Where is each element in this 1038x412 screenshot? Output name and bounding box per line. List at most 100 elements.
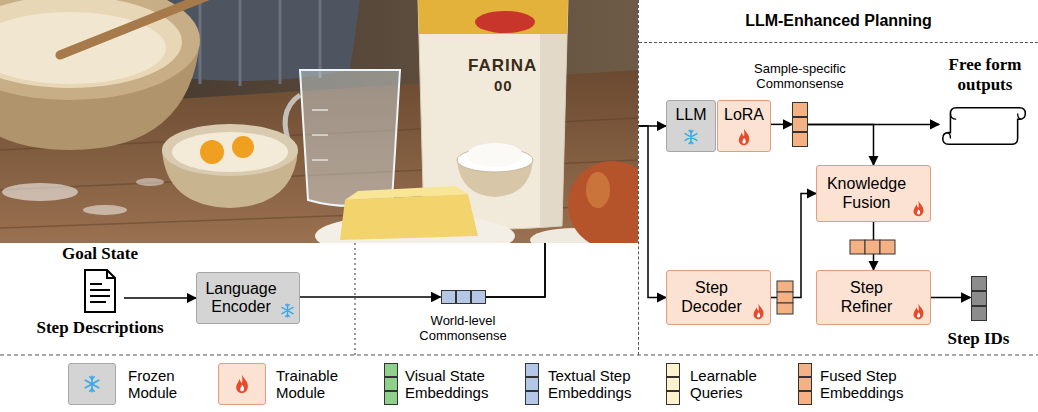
section-divider bbox=[354, 243, 355, 355]
legend-item: Learnable Queries bbox=[666, 358, 778, 410]
legend-swatch-cell bbox=[384, 363, 398, 377]
module-label: Knowledge Fusion bbox=[817, 175, 930, 212]
legend-swatch-cell bbox=[666, 391, 680, 405]
module-label: LLM bbox=[675, 106, 706, 124]
flame-icon bbox=[736, 128, 752, 146]
module-label: Step Decoder bbox=[667, 279, 770, 316]
egg-yolk bbox=[232, 136, 254, 158]
output-label: Free form outputs bbox=[935, 55, 1035, 94]
butter-block bbox=[340, 194, 478, 240]
flame-icon bbox=[911, 303, 926, 320]
icon-use bbox=[914, 201, 924, 217]
legend-label: Frozen Module bbox=[128, 367, 196, 402]
package-text: 00 bbox=[494, 77, 513, 94]
icon-use bbox=[754, 304, 764, 320]
module-label: Language Encoder bbox=[197, 280, 299, 317]
input-label: Step Descriptions bbox=[36, 318, 163, 338]
input-document: Goal StateStep Descriptions bbox=[15, 244, 185, 337]
legend-item: Trainable Module bbox=[218, 358, 358, 410]
legend-label: Textual Step Embeddings bbox=[548, 367, 648, 402]
legend-label: Visual State Embeddings bbox=[405, 367, 505, 402]
flow-arrow bbox=[124, 297, 196, 299]
legend-item: Visual State Embeddings bbox=[384, 358, 505, 410]
snowflake-icon bbox=[83, 374, 101, 394]
icon-use bbox=[282, 304, 293, 317]
embedding-bar-cells bbox=[971, 276, 987, 321]
legend-swatch-cell bbox=[384, 391, 398, 405]
section-divider bbox=[0, 354, 1038, 355]
scroll-icon bbox=[939, 100, 1031, 148]
legend-swatch-cell bbox=[798, 377, 812, 391]
baking-photo bbox=[0, 0, 638, 243]
embedding-cell bbox=[441, 290, 456, 304]
snowflake-icon bbox=[280, 302, 295, 319]
icon-use bbox=[236, 375, 248, 393]
embedding-cell bbox=[777, 281, 793, 292]
flour-bag-logo bbox=[475, 11, 535, 33]
legend-swatch-cell bbox=[798, 363, 812, 377]
flame-icon bbox=[751, 303, 766, 320]
embedding-cell bbox=[456, 290, 471, 304]
legend-swatch bbox=[798, 363, 812, 405]
embedding-cell bbox=[792, 132, 808, 147]
embedding-cell bbox=[971, 291, 987, 306]
module-label: LoRA bbox=[724, 106, 764, 124]
embedding-bar-cells bbox=[441, 290, 486, 304]
panel-title: LLM-Enhanced Planning bbox=[639, 0, 1038, 43]
fused-embedding-bar bbox=[777, 281, 793, 314]
legend-item: Textual Step Embeddings bbox=[525, 358, 648, 410]
embedding-cell bbox=[792, 102, 808, 117]
butter-top bbox=[345, 186, 468, 200]
flow-arrow bbox=[771, 194, 816, 298]
jug-marks bbox=[312, 110, 328, 160]
snowflake-icon bbox=[683, 128, 699, 146]
trainable-module: LoRA bbox=[717, 100, 771, 152]
wooden-spoon bbox=[60, 0, 210, 55]
legend-swatch bbox=[525, 363, 539, 405]
embedding-cell bbox=[971, 276, 987, 291]
egg-whites bbox=[172, 132, 288, 172]
legend-swatch-cell bbox=[525, 363, 539, 377]
frozen-module: Language Encoder bbox=[196, 272, 300, 324]
legend-label: Trainable Module bbox=[276, 367, 358, 402]
fused-embedding-bar bbox=[850, 240, 895, 254]
module-label: Step Refiner bbox=[817, 279, 930, 316]
apple-highlight bbox=[586, 172, 610, 208]
legend-swatch-cell bbox=[666, 377, 680, 391]
trainable-module: Step Decoder bbox=[666, 270, 771, 325]
flour-bag-side bbox=[540, 0, 568, 228]
icon-use bbox=[739, 128, 750, 145]
legend-swatch bbox=[218, 363, 266, 405]
legend-swatch-cell bbox=[798, 391, 812, 405]
frozen-module: LLM bbox=[666, 100, 716, 152]
measuring-jug bbox=[300, 70, 400, 206]
icon-use bbox=[685, 130, 697, 144]
module-panel: LLM-Enhanced PlanningLLM LoRASample-speci… bbox=[638, 0, 1038, 355]
flow-arrow bbox=[300, 296, 441, 298]
embedding-cell bbox=[971, 306, 987, 321]
legend-label: Fused Step Embeddings bbox=[820, 367, 924, 402]
output-bar: Step IDs bbox=[931, 276, 1026, 349]
legend-swatch bbox=[384, 363, 398, 405]
legend-swatch-cell bbox=[384, 377, 398, 391]
output-scroll: Free form outputs bbox=[935, 55, 1035, 148]
legend-swatch-cell bbox=[525, 391, 539, 405]
legend-swatch bbox=[666, 363, 680, 405]
icon-use bbox=[943, 108, 1026, 144]
embedding-bar-cells bbox=[792, 102, 808, 147]
apple bbox=[568, 161, 638, 243]
legend-swatch-cell bbox=[525, 377, 539, 391]
embedding-cell bbox=[865, 240, 880, 254]
flour-dust bbox=[2, 183, 78, 201]
legend-swatch-cell bbox=[666, 363, 680, 377]
egg-yolk bbox=[200, 140, 224, 164]
input-label: Goal State bbox=[62, 244, 138, 264]
embedding-label: World-level Commonsense bbox=[398, 314, 528, 344]
flow-arrow bbox=[931, 297, 971, 299]
flow-arrow bbox=[771, 124, 792, 126]
embedding-cell bbox=[792, 117, 808, 132]
embedding-bar: Sample-specific Commonsense bbox=[730, 62, 870, 147]
flow-arrow bbox=[808, 124, 874, 165]
embedding-cell bbox=[777, 303, 793, 314]
